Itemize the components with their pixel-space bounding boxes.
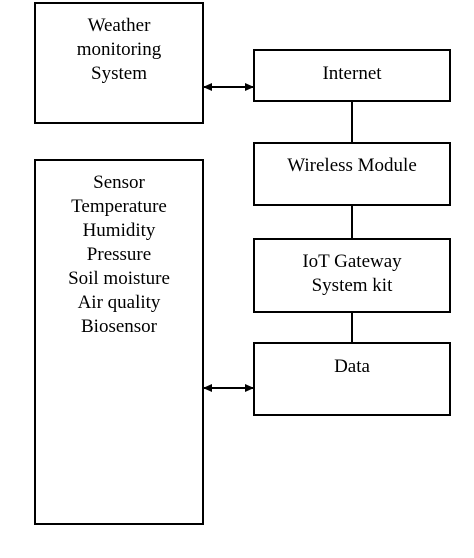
- sensor-line-2: Temperature: [71, 196, 167, 217]
- weather-line-2: monitoring: [76, 39, 162, 60]
- iot-gateway-label: IoT Gateway System kit: [255, 250, 449, 298]
- data-box: Data: [253, 342, 451, 416]
- weather-line-1: Weather: [87, 15, 151, 36]
- wireless-module-label: Wireless Module: [287, 155, 417, 176]
- sensor-box: Sensor Temperature Humidity Pressure Soi…: [34, 159, 204, 525]
- internet-box: Internet: [253, 49, 451, 102]
- gateway-line-2: System kit: [311, 275, 393, 296]
- sensor-line-6: Air quality: [77, 292, 161, 313]
- internet-label: Internet: [322, 63, 382, 84]
- sensor-list: Sensor Temperature Humidity Pressure Soi…: [36, 171, 202, 339]
- weather-line-3: System: [91, 63, 147, 84]
- data-label: Data: [334, 356, 370, 377]
- sensor-line-1: Sensor: [93, 172, 145, 193]
- sensor-line-3: Humidity: [82, 220, 156, 241]
- sensor-line-5: Soil moisture: [68, 268, 170, 289]
- iot-gateway-box: IoT Gateway System kit: [253, 238, 451, 313]
- weather-monitoring-box: Weather monitoring System: [34, 2, 204, 124]
- sensor-line-4: Pressure: [86, 244, 152, 265]
- wireless-module-box: Wireless Module: [253, 142, 451, 206]
- sensor-line-7: Biosensor: [81, 316, 157, 337]
- weather-monitoring-label: Weather monitoring System: [36, 14, 202, 86]
- gateway-line-1: IoT Gateway: [302, 251, 402, 272]
